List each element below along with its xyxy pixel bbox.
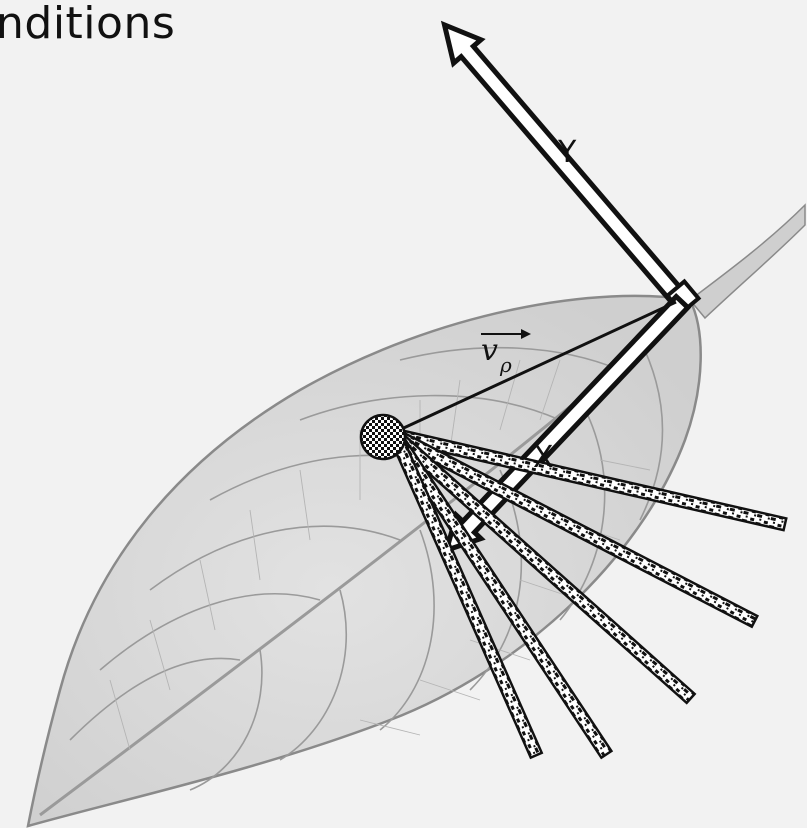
source-marker-icon [361, 415, 405, 459]
vector-symbol: v [481, 333, 498, 368]
vector-subscript: ρ [499, 353, 512, 377]
x-axis-label: X [533, 440, 554, 475]
y-axis-label: Y [557, 135, 577, 170]
leaf-stem [690, 205, 805, 318]
